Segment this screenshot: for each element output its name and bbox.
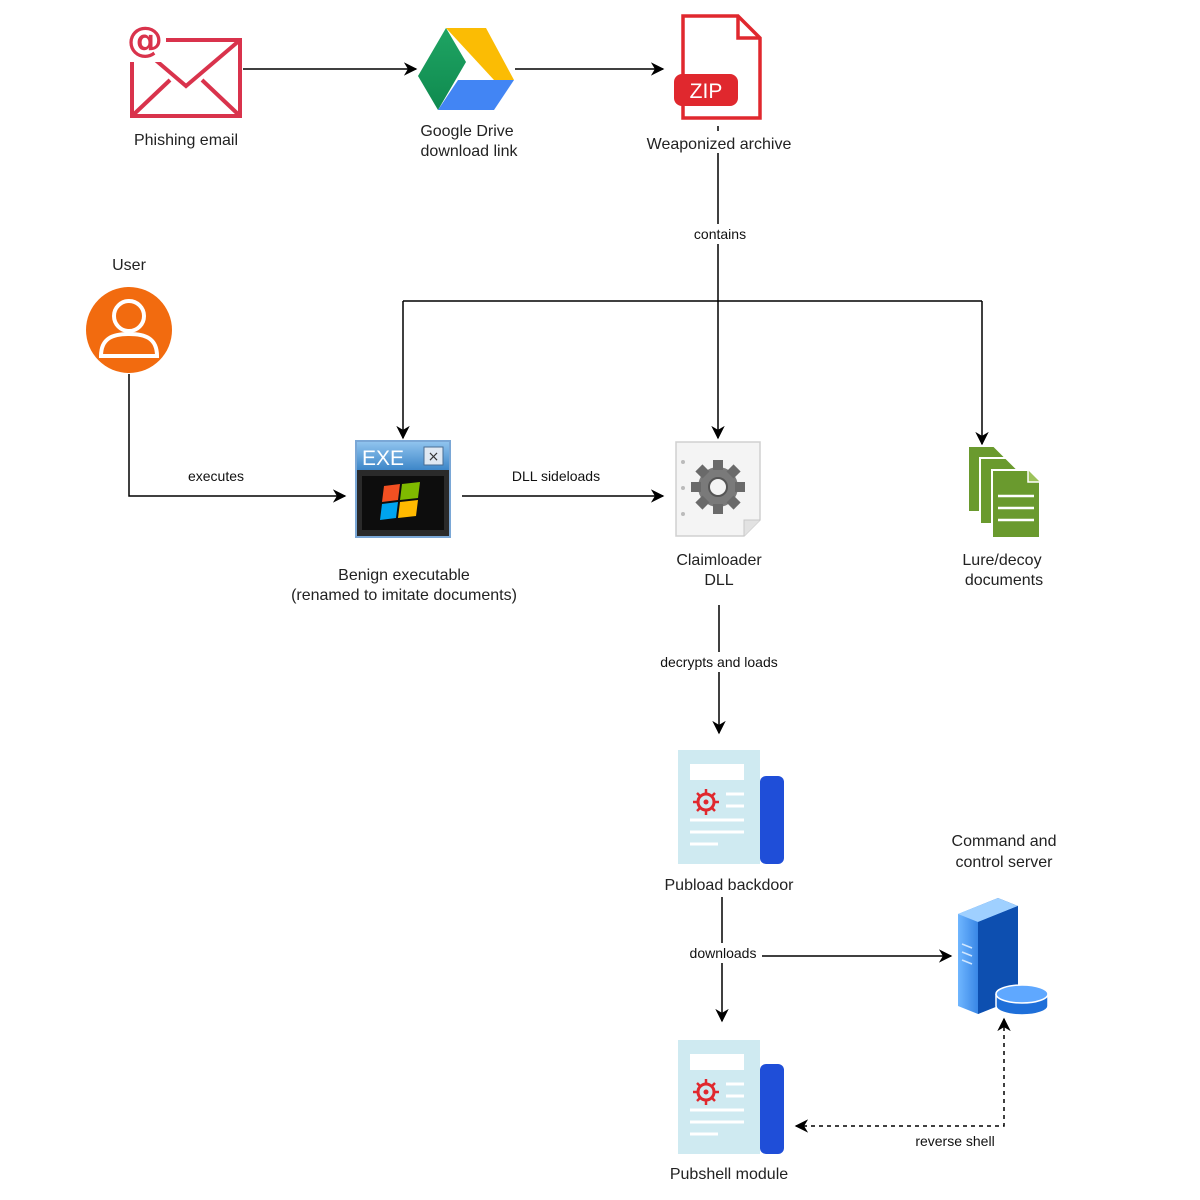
edge-label-decrypts-and-loads: decrypts and loads (660, 654, 778, 670)
node-label-c2-line2: control server (956, 854, 1054, 871)
node-label-google-drive-line2: download link (421, 143, 519, 160)
node-weaponized-archive: ZIP Weaponized archive (640, 14, 800, 153)
email-icon: @ (124, 20, 242, 118)
node-label-weaponized-archive: Weaponized archive (647, 136, 792, 153)
edge-label-reverse-shell: reverse shell (915, 1133, 994, 1149)
node-claimloader-dll: Claimloader DLL (675, 441, 762, 589)
edge-label-executes: executes (188, 468, 244, 484)
node-c2-server: Command and control server (952, 833, 1057, 1016)
node-label-benign-executable-line2: (renamed to imitate documents) (291, 587, 517, 604)
node-pubload-backdoor: Pubload backdoor (658, 750, 802, 895)
dll-gear-file-icon (675, 441, 761, 537)
node-label-claimloader-line2: DLL (704, 572, 733, 589)
node-label-google-drive-line1: Google Drive (420, 123, 513, 140)
node-pubshell-module: Pubshell module (670, 1040, 788, 1183)
close-icon: × (428, 449, 440, 465)
node-label-benign-executable-line1: Benign executable (338, 567, 470, 584)
node-google-drive: Google Drive download link (418, 28, 518, 160)
node-label-lure-line2: documents (965, 572, 1043, 589)
virus-icon (693, 1079, 719, 1105)
edge-user-executes (128, 374, 347, 503)
virus-icon (693, 789, 719, 815)
node-phishing-email: @ Phishing email (124, 20, 242, 149)
stacked-documents-icon (967, 445, 1041, 539)
node-label-phishing-email: Phishing email (134, 132, 238, 149)
edge-label-contains: contains (694, 226, 746, 242)
node-label-claimloader-line1: Claimloader (676, 552, 762, 569)
node-label-lure-line1: Lure/decoy (962, 552, 1041, 569)
malware-document-icon (678, 1040, 784, 1154)
node-label-pubload: Pubload backdoor (665, 877, 795, 894)
zip-file-icon: ZIP (674, 14, 762, 120)
edge-label-downloads: downloads (690, 945, 757, 961)
node-user: User (86, 257, 172, 373)
malware-document-icon (678, 750, 784, 864)
exe-window-icon: EXE × (355, 440, 451, 538)
svg-text:@: @ (127, 20, 163, 61)
edge-reverse-shell (794, 1017, 1011, 1133)
node-benign-executable: EXE × Benign executable (renamed to imit… (291, 440, 517, 604)
user-avatar-icon (86, 287, 172, 373)
edge-label-dll-sideloads: DLL sideloads (512, 468, 600, 484)
server-database-icon (958, 898, 1049, 1016)
zip-badge: ZIP (690, 80, 723, 103)
exe-badge: EXE (362, 447, 404, 470)
node-label-user: User (112, 257, 146, 274)
windows-logo-icon (380, 482, 420, 520)
node-label-pubshell: Pubshell module (670, 1166, 788, 1183)
node-lure-documents: Lure/decoy documents (962, 445, 1043, 589)
node-label-c2-line1: Command and (952, 833, 1057, 850)
google-drive-icon (418, 28, 514, 110)
